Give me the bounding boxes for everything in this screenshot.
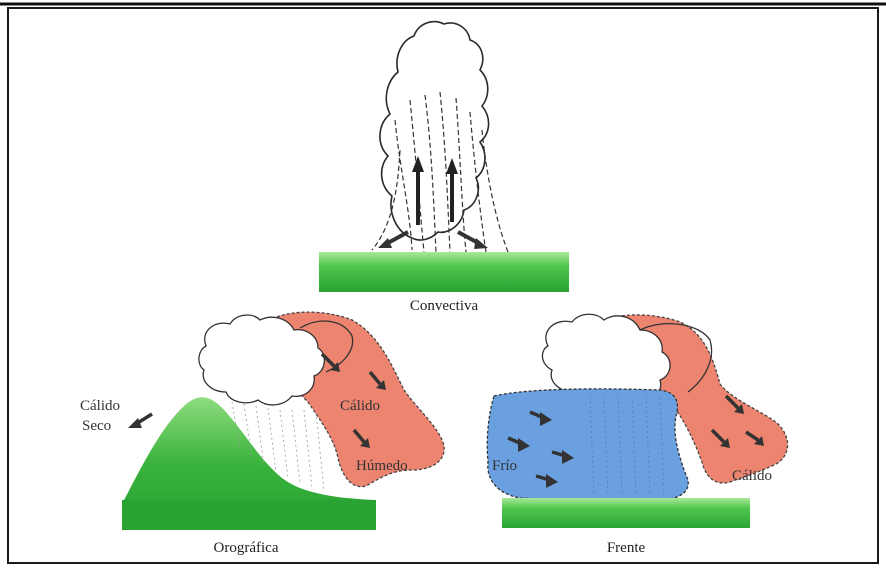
orographic-caption: Orográfica (214, 540, 279, 556)
dry-warm-arrow (128, 414, 152, 428)
convective-panel: Convectiva (319, 22, 569, 314)
orographic-warm-label: Cálido (340, 398, 380, 414)
orographic-ground (122, 500, 376, 530)
orographic-humid-label: Húmedo (356, 458, 408, 474)
frontal-caption: Frente (607, 540, 646, 556)
frontal-ground (502, 498, 750, 528)
warm-dry-label-line1: Cálido (80, 398, 120, 414)
frontal-cold-air-mass (487, 389, 688, 501)
orographic-panel: Cálido Seco Cálido Húmedo Orográfica (80, 312, 444, 556)
frontal-warm-label: Cálido (732, 468, 772, 484)
convective-ground (319, 252, 569, 292)
warm-dry-label-line2: Seco (82, 418, 111, 434)
frontal-cold-label: Frío (492, 458, 517, 474)
convective-caption: Convectiva (410, 298, 479, 314)
frontal-panel: Frío Cálido Frente (487, 314, 787, 556)
